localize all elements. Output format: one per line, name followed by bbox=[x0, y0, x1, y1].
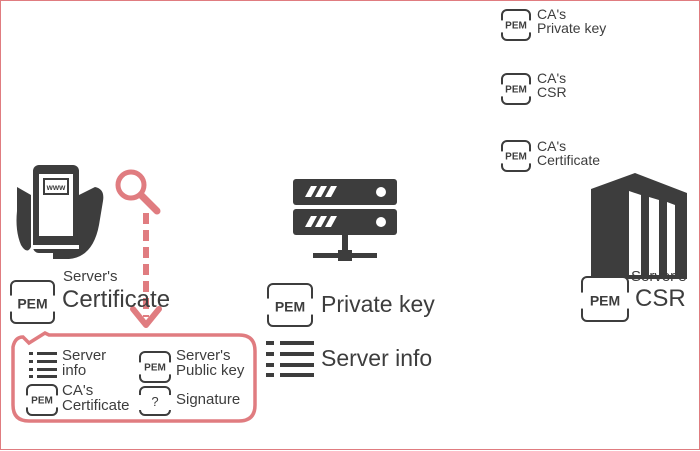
ca-private-key-label: CA's Private key bbox=[537, 6, 607, 36]
contents-ca-certificate-label: CA's Certificate bbox=[62, 382, 130, 414]
dashed-down-arrow bbox=[130, 213, 162, 328]
server-private-key-file-icon: PEM bbox=[266, 283, 314, 327]
server-info-list-icon bbox=[266, 341, 314, 377]
smartphone-in-hand-icon: www bbox=[16, 165, 104, 259]
server-certificate-file-icon: PEM bbox=[9, 280, 56, 324]
server-certificate-label-line2: Certificate bbox=[62, 286, 171, 313]
signature-file-icon: ? bbox=[138, 386, 172, 416]
contents-server-info-label: Server info bbox=[62, 347, 107, 379]
contents-ca-certificate-file-icon: PEM bbox=[25, 384, 59, 416]
server-csr-label-line2: CSR bbox=[635, 285, 686, 312]
list-icon bbox=[29, 352, 57, 378]
server-icon bbox=[293, 179, 397, 261]
server-csr-label-line1: Server’s bbox=[631, 268, 687, 285]
magnifier-icon bbox=[115, 169, 161, 215]
contents-server-public-key-label: Server's Public key bbox=[176, 347, 245, 379]
server-private-key-label: Private key bbox=[321, 291, 435, 317]
ca-private-key-file-icon: PEM bbox=[500, 9, 532, 41]
svg-text:www: www bbox=[46, 183, 66, 192]
ca-csr-label: CA's CSR bbox=[537, 70, 567, 100]
ca-csr-file-icon: PEM bbox=[500, 73, 532, 105]
building-icon bbox=[591, 173, 687, 279]
contents-signature-label: Signature bbox=[176, 391, 241, 408]
ca-certificate-label: CA's Certificate bbox=[537, 138, 601, 168]
server-csr-file-icon: PEM bbox=[580, 276, 630, 322]
server-public-key-file-icon: PEM bbox=[138, 351, 172, 383]
ca-certificate-file-icon: PEM bbox=[500, 140, 532, 172]
server-certificate-label-line1: Server's bbox=[63, 268, 118, 285]
server-info-label: Server info bbox=[321, 345, 433, 371]
